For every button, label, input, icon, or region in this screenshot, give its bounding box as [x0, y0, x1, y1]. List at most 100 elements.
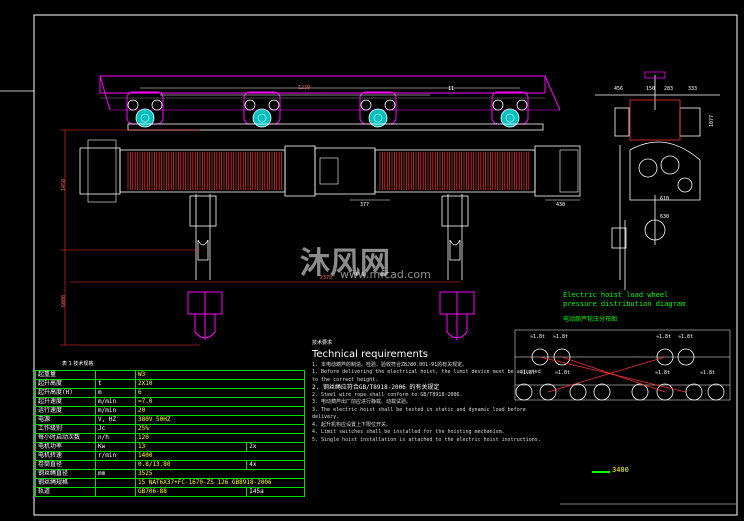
wheel-pressure-diagram: ≈1.8t ≈1.8t ≈1.8t ≈1.8t ≈1.8t ≈1.8t ≈1.8t ≈1.8t — [514, 329, 731, 401]
pressure-load-label: ≈1.8t — [678, 334, 693, 340]
pressure-wheel — [553, 348, 571, 366]
spec-unit — [95, 487, 136, 497]
spec-value: 25% — [135, 424, 305, 434]
pressure-wheel — [539, 383, 557, 401]
spec-value: 120 — [135, 433, 305, 443]
pressure-wheel — [631, 383, 649, 401]
spec-value: 0.8/13.80 — [134, 460, 248, 470]
dim-side-top-3: 333 — [688, 86, 698, 92]
spec-unit: m/min — [95, 397, 136, 407]
spec-value: 2X10 — [135, 379, 305, 389]
spec-unit — [95, 370, 136, 380]
spec-name: 钢丝绳直径 — [35, 469, 96, 479]
pressure-wheel — [656, 348, 674, 366]
watermark-url: www.mfcad.com — [340, 268, 431, 281]
pressure-load-label: ≈1.8t — [553, 334, 568, 340]
spec-extra: 2x — [246, 442, 305, 452]
dimension-top — [160, 94, 580, 201]
hoist-body-left — [79, 139, 316, 203]
spec-extra: I45a — [246, 487, 305, 497]
spec-value: 13 — [134, 442, 248, 452]
spec-value: 1400 — [135, 451, 305, 461]
pressure-wheel — [531, 348, 549, 366]
trolley-wheel-group — [126, 91, 529, 128]
tech-item: 4. Limit switches shall be installed for… — [312, 429, 505, 435]
tech-item: 2. Steel wire rope shall conform to GB/T… — [312, 391, 463, 398]
spec-name: 电源 — [35, 415, 96, 425]
trolley-wheel — [491, 91, 529, 128]
dimension-left — [60, 129, 460, 346]
spec-unit: r/min — [95, 451, 136, 461]
pressure-load-label: ≈1.8t — [700, 370, 715, 376]
spec-unit: m/min — [95, 406, 136, 416]
spec-value: GB706-88 — [134, 487, 248, 497]
tech-item: 2. 钢丝绳应符合GB/T8918-2006 的有关规定 — [312, 384, 440, 391]
spec-unit: m — [95, 388, 136, 398]
spec-unit: mm — [95, 469, 136, 479]
spec-name: 起升高度 — [35, 379, 96, 389]
tech-heading-en: Technical requirements — [312, 348, 429, 360]
tech-item: 1. Before delivering the electrical hois… — [312, 369, 541, 383]
watermark-brand: 沐风网 — [300, 246, 390, 281]
drawing-frame — [33, 14, 738, 516]
dim-side-mid: 610 — [660, 196, 670, 202]
trolley-frame — [127, 123, 544, 131]
pressure-link — [561, 356, 666, 393]
hook-block-lower-left — [187, 291, 223, 340]
pressure-load-label: ≈1.8t — [656, 334, 671, 340]
spec-name: 卷筒直径 — [35, 460, 96, 470]
hook-block-lower-right — [439, 291, 475, 340]
pressure-load-label: ≈1.8t — [655, 370, 670, 376]
pressure-load-label: ≈1.8t — [555, 370, 570, 376]
spec-name: 电机功率 — [35, 442, 96, 452]
dim-left-height-1: 1450 — [61, 178, 68, 192]
dim-drum-2: 430 — [556, 202, 566, 208]
spec-value: 15 NAT6X37+FC-1670-ZS 126 GB8918-2006 — [135, 478, 305, 488]
pressure-wheel — [515, 383, 533, 401]
spec-value: 3525 — [135, 469, 305, 479]
spec-name: 每小时启动次数 — [35, 433, 96, 443]
tech-item: 5. Single hoist installation is attached… — [312, 436, 541, 443]
spec-row: 钢丝绳规格 15 NAT6X37+FC-1670-ZS 126 GB8918-20… — [35, 478, 305, 488]
dim-side-top-1: 150 — [646, 86, 656, 92]
dim-top-span: 1239 — [298, 85, 311, 91]
spec-unit: t — [95, 379, 136, 389]
pressure-load-label: ≈1.8t — [520, 370, 535, 376]
pressure-wheel — [707, 383, 725, 401]
spec-table-title: 表 1 技术规格 — [62, 361, 94, 367]
trolley-wheel — [243, 91, 281, 128]
dim-side-top-2: 283 — [664, 86, 674, 92]
spec-unit — [95, 478, 136, 488]
dim-side-top-0: 456 — [614, 86, 624, 92]
dim-side-low: 630 — [660, 214, 670, 220]
spec-name: 起重量 — [35, 370, 96, 380]
dim-drum-1: 377 — [360, 202, 370, 208]
spec-name: 钢丝绳规格 — [35, 478, 96, 488]
spec-unit: n/h — [95, 433, 136, 443]
spec-unit — [95, 460, 136, 470]
pressure-title-en-text: Electric hoist load wheel pressure distr… — [563, 291, 686, 308]
bottom-dimension: 3400 — [612, 466, 629, 474]
side-view — [595, 71, 720, 290]
spec-extra: 4x — [246, 460, 305, 470]
pressure-wheel — [656, 383, 674, 401]
tech-item: 3. 电动葫芦出厂前应进行静载、动载试验。 — [312, 399, 412, 405]
hook-left — [189, 194, 217, 280]
technical-requirements: 技术要求 Technical requirements 1. 本电动葫芦的制造、… — [312, 340, 542, 444]
pressure-wheel — [677, 348, 695, 366]
spec-value: 380V 50HZ — [135, 415, 305, 425]
pressure-load-label: ≈1.8t — [530, 334, 545, 340]
